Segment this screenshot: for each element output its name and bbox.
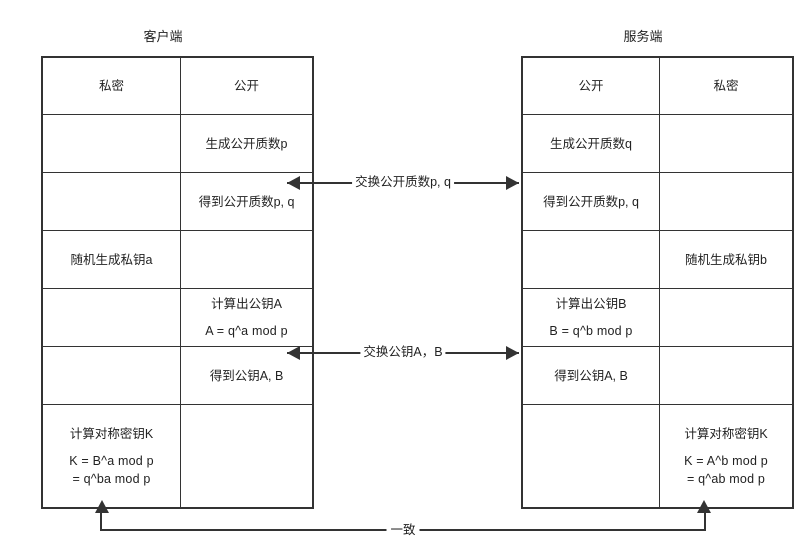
- cell-line: B = q^b mod p: [549, 324, 633, 338]
- table-row: 生成公开质数q: [521, 114, 794, 173]
- server-table: 公开 私密 生成公开质数q 得到公开质数p, q 随机生成私钥b 计算出公钥B: [521, 56, 794, 509]
- cell-line: 得到公钥A, B: [209, 368, 284, 383]
- client-cell-public-2: 得到公开质数p, q: [180, 172, 314, 231]
- table-row: 计算对称密钥K K = A^b mod p = q^ab mod p: [521, 404, 794, 509]
- table-row: 计算对称密钥K K = B^a mod p = q^ba mod p: [41, 404, 314, 509]
- cell-line: 计算对称密钥K: [684, 426, 768, 441]
- client-cell-private-2: [41, 172, 181, 231]
- cell-line: 得到公钥A, B: [554, 368, 628, 383]
- client-cell-public-3: [180, 230, 314, 289]
- table-row: 随机生成私钥a: [41, 230, 314, 289]
- cell-line: 随机生成私钥b: [685, 252, 767, 267]
- table-row: 得到公开质数p, q: [521, 172, 794, 231]
- cell-line: 生成公开质数q: [550, 136, 632, 151]
- table-row: 随机生成私钥b: [521, 230, 794, 289]
- cell-line: 计算出公钥B: [555, 297, 627, 311]
- server-cell-public-1: 生成公开质数q: [521, 114, 660, 173]
- exchange-primes-label: 交换公开质数p, q: [352, 173, 454, 191]
- exchange-publickeys-arrow: 交换公钥A，B: [287, 343, 519, 362]
- table-row: 计算出公钥B B = q^b mod p: [521, 288, 794, 347]
- server-cell-private-5: [659, 346, 794, 405]
- client-cell-private-5: [41, 346, 181, 405]
- arrow-head-up-left-icon: [95, 500, 109, 513]
- client-cell-private-1: [41, 114, 181, 173]
- cell-line: K = B^a mod p: [69, 453, 154, 468]
- server-col-header-public: 公开: [521, 56, 660, 115]
- client-col-header-public: 公开: [180, 56, 314, 115]
- cell-line: = q^ab mod p: [686, 471, 766, 486]
- server-title: 服务端: [623, 29, 663, 44]
- client-header-row: 私密 公开: [41, 56, 314, 115]
- cell-line: K = A^b mod p: [684, 453, 768, 468]
- table-row: 计算出公钥A A = q^a mod p: [41, 288, 314, 347]
- server-col-header-private: 私密: [659, 56, 794, 115]
- exchange-primes-arrow: 交换公开质数p, q: [287, 173, 519, 192]
- result-connector: 一致: [95, 500, 711, 539]
- cell-line: 计算出公钥A: [211, 297, 282, 311]
- table-row: 生成公开质数p: [41, 114, 314, 173]
- server-cell-private-3: 随机生成私钥b: [659, 230, 794, 289]
- arrow-head-right-icon: [506, 346, 519, 360]
- server-cell-public-5: 得到公钥A, B: [521, 346, 660, 405]
- exchange-publickeys-label: 交换公钥A，B: [360, 343, 446, 361]
- server-cell-public-3: [521, 230, 660, 289]
- server-cell-private-4: [659, 288, 794, 347]
- arrow-head-up-right-icon: [697, 500, 711, 513]
- cell-line: 得到公开质数p, q: [543, 194, 639, 209]
- client-title: 客户端: [143, 29, 183, 44]
- client-cell-private-6: 计算对称密钥K K = B^a mod p = q^ba mod p: [41, 404, 181, 509]
- cell-line: 得到公开质数p, q: [198, 194, 295, 209]
- client-cell-private-4: [41, 288, 181, 347]
- server-cell-public-4: 计算出公钥B B = q^b mod p: [521, 288, 660, 347]
- cell-line: = q^ba mod p: [72, 471, 151, 486]
- table-row: 得到公钥A, B: [521, 346, 794, 405]
- connector-stem-left: [100, 512, 102, 531]
- client-cell-public-6: [180, 404, 314, 509]
- client-cell-public-4: 计算出公钥A A = q^a mod p: [180, 288, 314, 347]
- connector-stem-right: [704, 512, 706, 531]
- cell-line: 生成公开质数p: [205, 136, 288, 151]
- server-header-row: 公开 私密: [521, 56, 794, 115]
- result-label: 一致: [386, 521, 420, 539]
- table-row: 得到公开质数p, q: [41, 172, 314, 231]
- arrow-head-left-icon: [287, 346, 300, 360]
- table-row: 得到公钥A, B: [41, 346, 314, 405]
- arrow-head-right-icon: [506, 176, 519, 190]
- client-cell-public-1: 生成公开质数p: [180, 114, 314, 173]
- client-cell-private-3: 随机生成私钥a: [41, 230, 181, 289]
- server-cell-private-6: 计算对称密钥K K = A^b mod p = q^ab mod p: [659, 404, 794, 509]
- server-cell-public-2: 得到公开质数p, q: [521, 172, 660, 231]
- server-cell-private-1: [659, 114, 794, 173]
- cell-line: A = q^a mod p: [205, 324, 288, 338]
- server-cell-public-6: [521, 404, 660, 509]
- client-col-header-private: 私密: [41, 56, 181, 115]
- client-table: 私密 公开 生成公开质数p 得到公开质数p, q 随机生成私钥a 计: [41, 56, 314, 509]
- server-cell-private-2: [659, 172, 794, 231]
- arrow-head-left-icon: [287, 176, 300, 190]
- cell-line: 计算对称密钥K: [69, 426, 154, 441]
- cell-line: 随机生成私钥a: [70, 252, 153, 267]
